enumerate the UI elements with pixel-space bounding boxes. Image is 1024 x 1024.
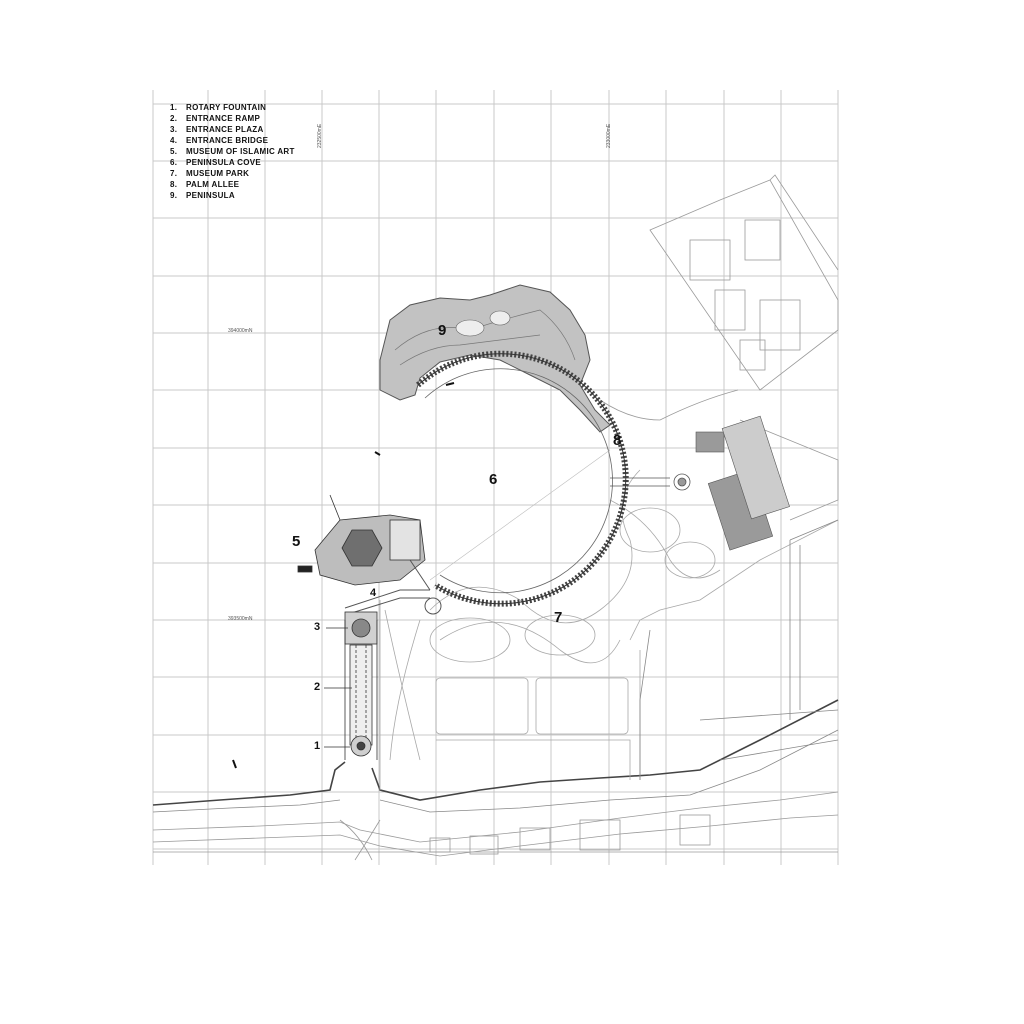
- legend-item: 8.PALM ALLEE: [170, 180, 240, 189]
- callout-entrance-bridge: 4: [370, 587, 377, 599]
- coastline: [152, 699, 839, 806]
- legend-label: ENTRANCE BRIDGE: [186, 136, 269, 145]
- building-blocks: [695, 415, 790, 551]
- water-markers: [232, 382, 455, 769]
- road-network: [152, 791, 839, 861]
- callout-rotary-fountain: 1: [314, 740, 321, 752]
- legend-label: ENTRANCE PLAZA: [186, 125, 264, 134]
- survey-line: [429, 449, 611, 581]
- callout-palm-allee: 8: [613, 432, 622, 449]
- callout-museum: 5: [292, 533, 301, 550]
- legend-label: ROTARY FOUNTAIN: [186, 103, 267, 112]
- legend-label: ENTRANCE RAMP: [186, 114, 261, 123]
- east-quay: [639, 519, 839, 780]
- entrance-bridge: [344, 559, 442, 616]
- legend-label: PENINSULA COVE: [186, 158, 262, 167]
- palm-allee-arc: [416, 350, 629, 607]
- legend-item: 4.ENTRANCE BRIDGE: [170, 136, 269, 145]
- museum-of-islamic-art: [297, 494, 426, 586]
- callout-peninsula-cove: 6: [489, 471, 498, 488]
- legend-label: PALM ALLEE: [186, 180, 240, 189]
- entrance-ramp: [344, 611, 378, 760]
- legend-label: PENINSULA: [186, 191, 235, 200]
- callout-leaders: [324, 627, 352, 748]
- legend-label: MUSEUM OF ISLAMIC ART: [186, 147, 295, 156]
- coastline-detail: [152, 729, 839, 813]
- legend-label: MUSEUM PARK: [186, 169, 250, 178]
- legend-item: 2.ENTRANCE RAMP: [170, 114, 261, 123]
- callout-peninsula: 9: [438, 322, 447, 339]
- northing-label: 394000mN: [228, 328, 253, 334]
- palm-allee-east: [610, 473, 691, 491]
- legend: 1.ROTARY FOUNTAIN 2.ENTRANCE RAMP 3.ENTR…: [170, 102, 295, 201]
- easting-label: 233000mE: [606, 123, 612, 148]
- legend-item: 1.ROTARY FOUNTAIN: [170, 103, 267, 112]
- harbor-buildings: [599, 174, 839, 521]
- legend-item: 6.PENINSULA COVE: [170, 158, 262, 167]
- legend-item: 5.MUSEUM OF ISLAMIC ART: [170, 147, 295, 156]
- legend-item: 7.MUSEUM PARK: [170, 169, 250, 178]
- callout-entrance-plaza: 3: [314, 621, 321, 633]
- easting-label: 232500mE: [317, 123, 323, 148]
- peninsula-landform: [379, 284, 611, 433]
- northing-label: 393500mN: [228, 616, 253, 622]
- legend-item: 9.PENINSULA: [170, 191, 235, 200]
- callout-entrance-ramp: 2: [314, 681, 321, 693]
- callout-museum-park: 7: [554, 609, 563, 626]
- legend-item: 3.ENTRANCE PLAZA: [170, 125, 264, 134]
